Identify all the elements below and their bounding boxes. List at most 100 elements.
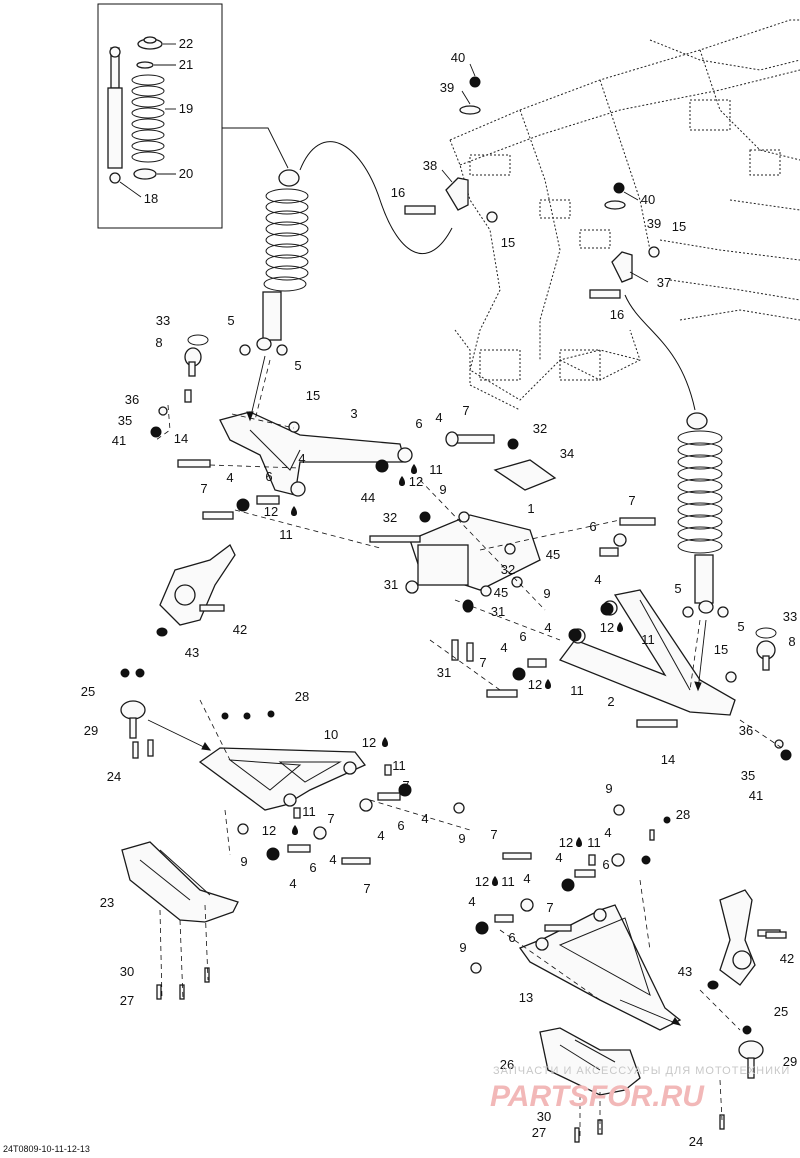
callout-38: 38: [423, 158, 437, 173]
callout-43: 43: [185, 645, 199, 660]
callout-7: 7: [490, 827, 497, 842]
grease-drop-icon: [399, 476, 405, 486]
fasteners: [132, 389, 792, 1143]
detail-adjuster-ring: [133, 168, 157, 180]
callout-32: 32: [501, 562, 515, 577]
callout-30: 30: [120, 964, 134, 979]
callout-11: 11: [429, 462, 443, 477]
watermark-logo: PARTSFOR.RU: [490, 1080, 705, 1113]
figure-reference: 24T0809-10-11-12-13: [3, 1144, 90, 1154]
grease-drop-icon: [617, 622, 623, 632]
grease-drop-icon: [382, 737, 388, 747]
callout-15: 15: [714, 642, 728, 657]
callout-11: 11: [570, 683, 584, 698]
grease-drop-icon: [576, 837, 582, 847]
callout-40: 40: [641, 192, 655, 207]
callout-21: 21: [179, 57, 193, 72]
callout-7: 7: [628, 493, 635, 508]
callout-12: 12: [409, 474, 423, 489]
callout-7: 7: [327, 811, 334, 826]
callout-35: 35: [741, 768, 755, 783]
callout-6: 6: [397, 818, 404, 833]
callout-9: 9: [543, 586, 550, 601]
callout-33: 33: [783, 609, 797, 624]
detail-spring: [131, 74, 165, 163]
skid-plate-right: [539, 1027, 641, 1096]
callout-37: 37: [657, 275, 671, 290]
callout-23: 23: [100, 895, 114, 910]
callout-13: 13: [519, 990, 533, 1005]
callout-6: 6: [309, 860, 316, 875]
callout-9: 9: [605, 781, 612, 796]
callout-42: 42: [780, 951, 794, 966]
callout-16: 16: [610, 307, 624, 322]
callout-33: 33: [156, 313, 170, 328]
callout-12: 12: [362, 735, 376, 750]
callout-24: 24: [107, 769, 121, 784]
skid-plate-left: [121, 841, 239, 923]
callout-42: 42: [233, 622, 247, 637]
callout-7: 7: [363, 881, 370, 896]
callout-15: 15: [501, 235, 515, 250]
callout-26: 26: [500, 1057, 514, 1072]
callout-45: 45: [494, 585, 508, 600]
callout-14: 14: [661, 752, 675, 767]
callout-6: 6: [265, 469, 272, 484]
callout-7: 7: [462, 403, 469, 418]
callout-28: 28: [295, 689, 309, 704]
callout-9: 9: [458, 831, 465, 846]
callout-41: 41: [112, 433, 126, 448]
callout-25: 25: [81, 684, 95, 699]
chassis-frame: [449, 19, 800, 411]
callout-22: 22: [179, 36, 193, 51]
upper-a-arm-right: [518, 904, 682, 1031]
callout-44: 44: [361, 490, 375, 505]
callout-5: 5: [294, 358, 301, 373]
callout-6: 6: [602, 857, 609, 872]
callout-7: 7: [200, 481, 207, 496]
callout-4: 4: [500, 640, 507, 655]
callout-4: 4: [421, 811, 428, 826]
callout-4: 4: [594, 572, 601, 587]
callout-43: 43: [678, 964, 692, 979]
callout-6: 6: [519, 629, 526, 644]
ball-joint-left-upper: [184, 334, 209, 377]
grease-drop-icon: [545, 679, 551, 689]
detail-shock-body: [107, 46, 123, 184]
callout-9: 9: [459, 940, 466, 955]
ball-joint-left-lower: [120, 668, 146, 739]
callout-7: 7: [546, 900, 553, 915]
shock-detail-inset: [97, 3, 223, 229]
assembly-arrows: [147, 355, 707, 1026]
steering-knuckle-left: [156, 544, 236, 637]
steering-knuckle-right: [707, 889, 781, 990]
callout-28: 28: [676, 807, 690, 822]
shock-mount-left: [404, 63, 498, 223]
ball-joint-right-upper: [755, 627, 777, 671]
grease-drop-icon: [492, 876, 498, 886]
callout-35: 35: [118, 413, 132, 428]
assembly-lines: [155, 359, 786, 1140]
callout-7: 7: [402, 778, 409, 793]
watermark: ЗАПЧАСТИ И АКСЕССУАРЫ ДЛЯ МОТОТЕХНИКИ PA…: [490, 1065, 790, 1113]
callout-11: 11: [279, 527, 293, 542]
central-bracket: [409, 459, 557, 591]
shock-mount-right: [589, 182, 660, 299]
callout-41: 41: [749, 788, 763, 803]
callout-16: 16: [391, 185, 405, 200]
mount-arrow-left: [299, 141, 453, 255]
callout-11: 11: [501, 874, 515, 889]
callout-6: 6: [508, 930, 515, 945]
watermark-caption: ЗАПЧАСТИ И АКСЕССУАРЫ ДЛЯ МОТОТЕХНИКИ: [493, 1065, 790, 1077]
callout-24: 24: [689, 1134, 703, 1149]
callout-34: 34: [560, 446, 574, 461]
callout-12: 12: [528, 677, 542, 692]
callout-30: 30: [537, 1109, 551, 1124]
callout-3: 3: [350, 406, 357, 421]
callout-15: 15: [306, 388, 320, 403]
callout-5: 5: [674, 581, 681, 596]
callout-39: 39: [440, 80, 454, 95]
callout-29: 29: [84, 723, 98, 738]
